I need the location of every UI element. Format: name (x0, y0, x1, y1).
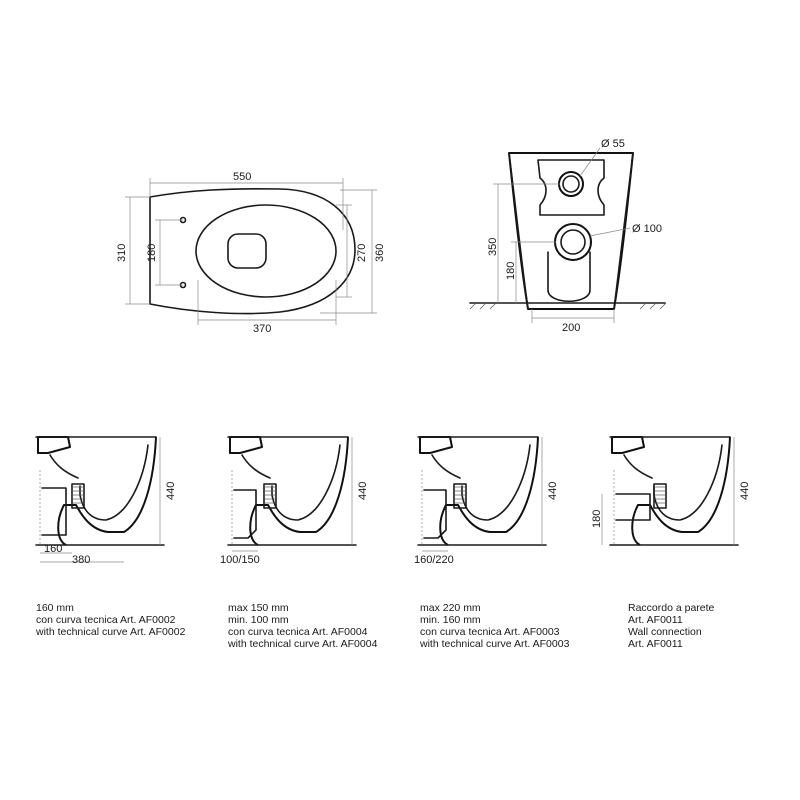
caption-1-line-1: 160 mm (36, 602, 74, 614)
dim-label-diam-55: Ø 55 (601, 138, 625, 150)
leader-55 (579, 147, 601, 177)
dim-label-270: 270 (356, 244, 368, 262)
top-view: 550 370 310 180 270 360 (116, 171, 386, 335)
bowl-body-profile (439, 436, 539, 546)
bowl-inner-profile (271, 444, 341, 521)
dim-label-440: 440 (357, 482, 369, 500)
section-view-3: 440 160/220 (414, 436, 559, 566)
dim-label-550: 550 (233, 171, 251, 183)
caption-3-line-2: min. 160 mm (420, 614, 481, 626)
flush-rim (241, 454, 271, 479)
outlet-pipe (233, 489, 257, 539)
trap-outlet (263, 483, 277, 509)
caption-4: Raccordo a parete Art. AF0011 Wall conne… (628, 602, 714, 650)
trap-outlet (453, 483, 467, 509)
outlet-pipe (423, 489, 447, 539)
floor-hatch-front (469, 302, 667, 310)
caption-2-line-1: max 150 mm (228, 602, 289, 614)
dim-label-440: 440 (739, 482, 751, 500)
bowl-outline-top (149, 187, 356, 315)
section-view-1: 440 160 380 (35, 436, 177, 566)
caption-3-line-1: max 220 mm (420, 602, 481, 614)
front-view: Ø 55 Ø 100 350 180 200 (469, 138, 667, 334)
caption-4-line-2: Art. AF0011 (628, 614, 683, 626)
seat-profile (37, 436, 71, 454)
trap-channel-front (537, 159, 605, 216)
seat-profile (419, 436, 453, 454)
caption-1-line-2: con curva tecnica Art. AF0002 (36, 614, 176, 626)
dim-label-180-front: 180 (505, 262, 517, 280)
flush-rim (431, 454, 461, 479)
caption-3-line-3: con curva tecnica Art. AF0003 (420, 626, 560, 638)
seat-profile (229, 436, 263, 454)
dim-label-370: 370 (253, 323, 271, 335)
dim-label-160: 160 (44, 543, 62, 555)
section-view-2: 440 100/150 (220, 436, 369, 566)
caption-3-line-4: with technical curve Art. AF0003 (420, 638, 570, 650)
seat-profile (611, 436, 645, 454)
outlet-pipe (41, 487, 67, 536)
dim-label-200: 200 (562, 322, 580, 334)
bowl-inner-profile (461, 444, 531, 521)
dim-label-360: 360 (374, 244, 386, 262)
caption-4-line-1: Raccordo a parete (628, 602, 715, 614)
caption-2-line-4: with technical curve Art. AF0004 (228, 638, 378, 650)
dim-label-310: 310 (116, 244, 128, 262)
dim-label-diam-100: Ø 100 (632, 223, 662, 235)
bowl-rim-top (195, 204, 337, 298)
caption-4-line-3: Wall connection (628, 626, 702, 638)
dim-label-offset: 100/150 (220, 554, 260, 566)
dim-label-350: 350 (487, 238, 499, 256)
bowl-body-profile (249, 436, 349, 546)
dim-label-180-top: 180 (146, 244, 158, 262)
caption-2: max 150 mm min. 100 mm con curva tecnica… (228, 602, 377, 650)
dim-label-380: 380 (72, 554, 90, 566)
bowl-inner-profile (79, 444, 149, 521)
bowl-body-profile (57, 436, 157, 546)
caption-2-line-2: min. 100 mm (228, 614, 289, 626)
flush-rim (623, 454, 653, 479)
caption-1-line-3: with technical curve Art. AF0002 (36, 626, 186, 638)
bowl-body-profile (631, 436, 731, 546)
trap-outlet (653, 483, 667, 509)
trap-outlet (71, 483, 85, 509)
dim-label-offset: 160/220 (414, 554, 454, 566)
caption-2-line-3: con curva tecnica Art. AF0004 (228, 626, 368, 638)
drain-opening-top (227, 233, 267, 269)
caption-4-line-4: Art. AF0011 (628, 638, 683, 650)
caption-3: max 220 mm min. 160 mm con curva tecnica… (420, 602, 569, 650)
dim-label-440: 440 (165, 482, 177, 500)
leader-100 (589, 227, 631, 237)
outlet-pipe (615, 493, 651, 521)
section-view-4: 440 180 (591, 436, 751, 546)
dim-label-180-wall: 180 (591, 510, 603, 528)
flush-rim (49, 454, 79, 479)
section-views: 440 160 380 440 100/150 440 160/220 440 180 (35, 436, 751, 566)
caption-1: 160 mm con curva tecnica Art. AF0002 wit… (36, 602, 185, 638)
dim-label-440: 440 (547, 482, 559, 500)
